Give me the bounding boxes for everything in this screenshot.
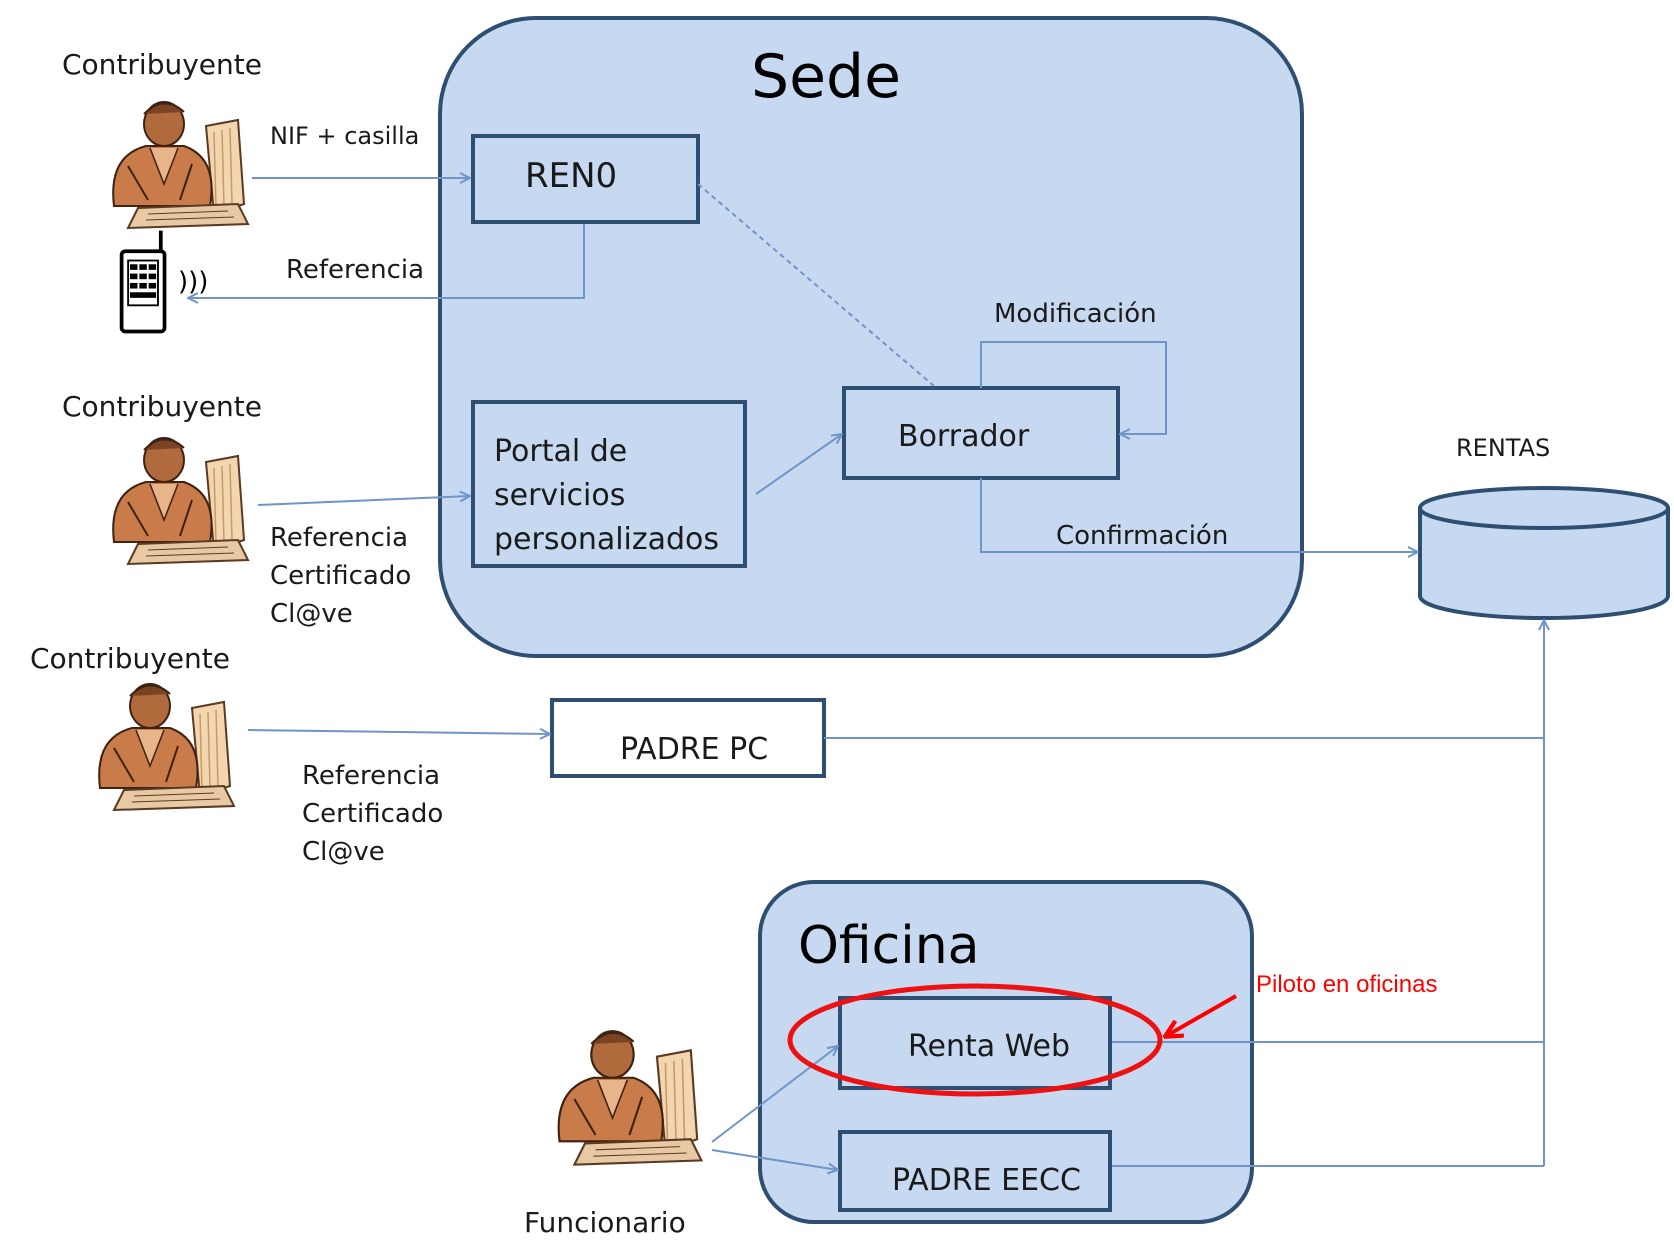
actor-contribuyente-1: Contribuyente <box>62 48 262 81</box>
auth-1-certificado: Certificado <box>270 561 411 591</box>
person-at-computer-icon <box>112 437 249 565</box>
actor-contribuyente-2: Contribuyente <box>62 390 262 423</box>
padre-eecc-label: PADRE EECC <box>892 1163 1081 1198</box>
flow-to-portal <box>257 496 470 506</box>
portal-box <box>471 400 747 568</box>
auth-2-clave: Cl@ve <box>302 837 385 867</box>
padre-eecc-box <box>838 1130 1112 1212</box>
flow-to-padre-pc <box>247 730 550 734</box>
signal-icon: ))) <box>178 267 208 297</box>
portal-label-line2: servicios <box>494 478 625 513</box>
sede-title: Sede <box>751 42 901 112</box>
highlight-ellipse <box>787 983 1163 1097</box>
oficina-container <box>758 880 1254 1224</box>
renta-web-box <box>838 996 1112 1090</box>
borrador-label: Borrador <box>898 419 1030 454</box>
auth-1-referencia: Referencia <box>270 523 408 553</box>
flow-reno-borrador <box>697 183 935 387</box>
oficina-title: Oficina <box>798 916 980 976</box>
actor-funcionario: Funcionario <box>524 1206 686 1239</box>
flow-confirmacion <box>980 478 1418 552</box>
auth-2-certificado: Certificado <box>302 799 443 829</box>
edge-label-confirmacion: Confirmación <box>1056 521 1228 551</box>
database-label: RENTAS <box>1456 434 1550 462</box>
reno-label: REN0 <box>525 156 617 196</box>
portal-label-line3: personalizados <box>494 522 719 557</box>
sede-container <box>438 16 1304 658</box>
flow-func-padre-eecc <box>711 1149 838 1170</box>
padre-pc-box <box>550 698 826 778</box>
flow-func-renta-web <box>711 1046 838 1143</box>
person-at-computer-icon <box>98 683 235 811</box>
person-at-computer-icon <box>112 101 249 229</box>
mobile-phone-icon <box>122 231 165 332</box>
flow-lines <box>188 178 1544 1170</box>
reno-box <box>471 134 700 224</box>
flow-modificacion <box>980 341 1167 434</box>
person-at-computer-icon <box>557 1030 703 1166</box>
annotation-label: Piloto en oficinas <box>1256 971 1437 998</box>
portal-label: Portal de servicios personalizados <box>494 434 719 557</box>
edge-label-auth-2: Referencia Certificado Cl@ve <box>302 761 452 867</box>
edge-label-nif: NIF + casilla <box>270 122 419 150</box>
flow-portal-borrador <box>755 434 842 495</box>
auth-1-clave: Cl@ve <box>270 599 353 629</box>
edge-label-referencia: Referencia <box>286 255 424 285</box>
padre-pc-label: PADRE PC <box>620 732 768 767</box>
flow-referencia <box>188 224 585 298</box>
auth-2-referencia: Referencia <box>302 761 440 791</box>
highlight-arrow <box>1166 994 1237 1036</box>
database-icon <box>1418 486 1670 620</box>
edge-label-auth-1: Referencia Certificado Cl@ve <box>270 523 420 629</box>
actor-contribuyente-3: Contribuyente <box>30 642 230 675</box>
edge-label-modificacion: Modificación <box>994 299 1157 329</box>
renta-web-label: Renta Web <box>908 1029 1070 1064</box>
portal-label-line1: Portal de <box>494 434 627 469</box>
